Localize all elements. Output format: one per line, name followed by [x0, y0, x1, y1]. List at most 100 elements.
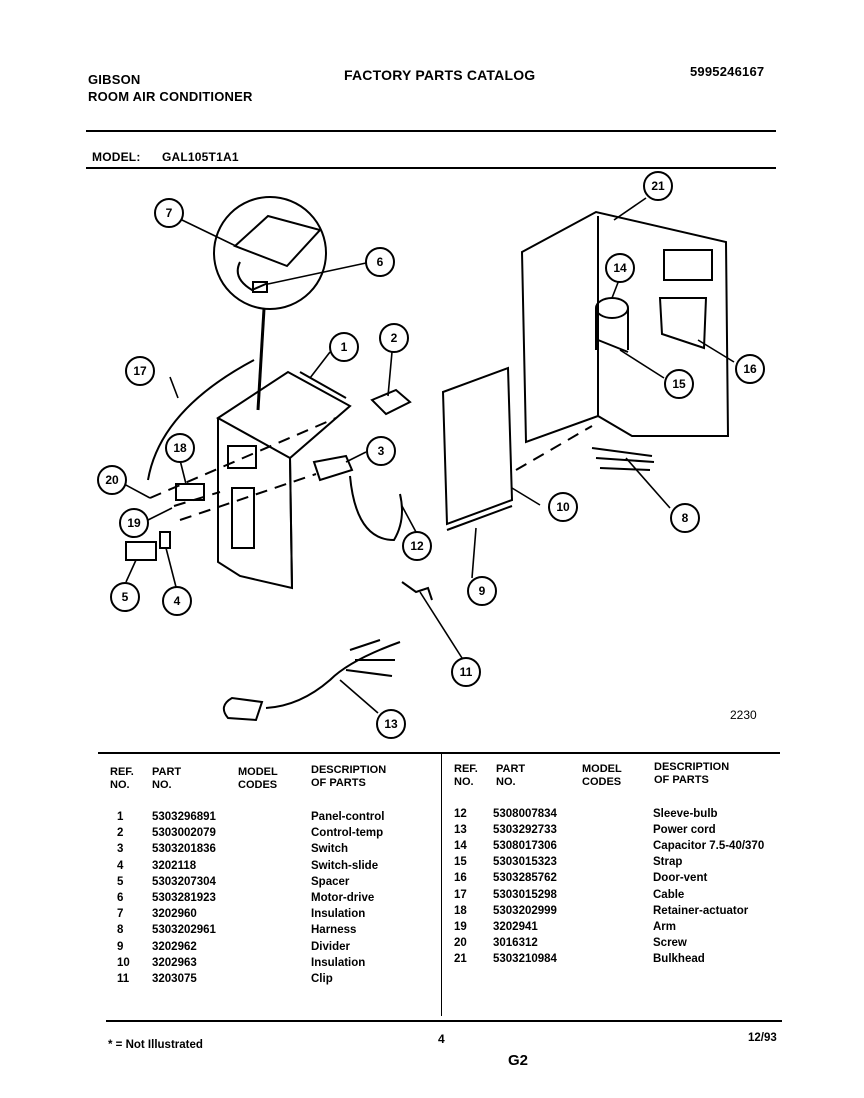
callout-19: 19 — [127, 516, 141, 530]
col-header-part-left: PART NO. — [152, 766, 182, 791]
catalog-date: 12/93 — [748, 1032, 777, 1044]
part-number-cell: 5303296891 — [152, 811, 216, 823]
callout-9: 9 — [479, 584, 486, 598]
switch-slide-part — [159, 531, 171, 549]
callout-13: 13 — [384, 717, 398, 731]
col-header-ref-left: REF. NO. — [110, 766, 134, 791]
part-number-cell: 3202962 — [152, 940, 197, 953]
ref-cell: 18 — [454, 904, 467, 917]
part-number-cell: 5303207304 — [152, 875, 216, 888]
description-cell: Cable — [653, 888, 685, 901]
ref-cell: 1 — [117, 811, 124, 823]
description-cell: Retainer-actuator — [653, 904, 749, 917]
description-cell: Screw — [653, 936, 687, 949]
part-number-cell: 3016312 — [493, 936, 538, 949]
part-number-cell: 5303015323 — [493, 856, 557, 869]
description-cell: Capacitor 7.5-40/370 — [653, 840, 765, 853]
description-cell: Switch-slide — [311, 859, 379, 872]
description-cell: Sleeve-bulb — [653, 808, 718, 820]
table-bottom-rule — [106, 1020, 782, 1022]
door-vent-part — [658, 297, 708, 350]
part-number-cell: 3202118 — [152, 859, 197, 872]
part-number-cell: 5303015298 — [493, 888, 557, 901]
callout-1: 1 — [341, 340, 348, 354]
ref-cell: 10 — [117, 956, 130, 969]
page-number: 4 — [438, 1032, 445, 1046]
description-cell: Motor-drive — [311, 892, 375, 904]
catalog-title: FACTORY PARTS CATALOG — [344, 67, 536, 83]
table-center-divider — [441, 754, 442, 1016]
callout-8: 8 — [682, 511, 689, 525]
ref-cell: 11 — [117, 973, 130, 985]
description-cell: Insulation — [311, 956, 366, 969]
col-header-ref-right: REF. NO. — [454, 763, 478, 788]
part-number-cell: 5308007834 — [493, 808, 557, 820]
description-cell: Bulkhead — [653, 952, 705, 965]
retainer-actuator-part — [175, 483, 205, 501]
ref-cell: 14 — [454, 840, 467, 853]
callout-5: 5 — [122, 590, 129, 604]
description-cell: Arm — [653, 920, 677, 933]
divider-part — [441, 366, 514, 526]
col-header-model-right: MODEL CODES — [582, 763, 622, 788]
detail-circle — [213, 196, 327, 310]
description-cell: Power cord — [653, 824, 716, 837]
ref-cell: 7 — [117, 908, 124, 921]
callout-14: 14 — [613, 261, 627, 275]
callout-20: 20 — [105, 473, 119, 487]
part-number-cell: 3202963 — [152, 956, 197, 969]
ref-cell: 8 — [117, 924, 124, 937]
col-header-model-left: MODEL CODES — [238, 766, 278, 791]
ref-cell: 19 — [454, 920, 467, 933]
part-number-cell: 5303201836 — [152, 843, 216, 856]
callout-2: 2 — [391, 331, 398, 345]
part-number-cell: 3202941 — [493, 920, 538, 933]
catalog-number: 5995246167 — [690, 64, 765, 79]
callout-10: 10 — [556, 500, 570, 514]
ref-cell: 3 — [117, 843, 124, 856]
motor-drive-detail — [233, 214, 322, 268]
ref-cell: 20 — [454, 936, 467, 949]
control-temp-part — [370, 388, 412, 416]
bulkhead-part — [520, 210, 730, 444]
callout-21: 21 — [651, 179, 665, 193]
part-number-cell: 5303285762 — [493, 872, 557, 885]
ref-cell: 5 — [117, 875, 124, 888]
product-name: ROOM AIR CONDITIONER — [88, 89, 253, 104]
part-number-cell: 5303002079 — [152, 827, 216, 840]
part-number-cell: 5303292733 — [493, 824, 557, 837]
model-label: MODEL: — [92, 150, 141, 164]
part-number-cell: 5308017306 — [493, 840, 557, 853]
part-number-cell: 5303202961 — [152, 924, 216, 937]
callout-4: 4 — [174, 594, 181, 608]
description-cell: Harness — [311, 924, 357, 937]
col-header-desc-left: DESCRIPTION OF PARTS — [311, 764, 387, 789]
callout-12: 12 — [410, 539, 424, 553]
ref-cell: 12 — [454, 808, 467, 820]
ref-cell: 21 — [454, 952, 467, 965]
header-rule — [86, 130, 776, 132]
table-top-rule — [98, 752, 780, 754]
ref-cell: 13 — [454, 824, 467, 837]
part-number-cell: 5303281923 — [152, 892, 216, 904]
ref-cell: 4 — [117, 859, 124, 872]
capacitor-part — [595, 297, 629, 319]
switch-part — [312, 454, 354, 482]
part-number-cell: 5303202999 — [493, 904, 557, 917]
description-cell: Clip — [311, 973, 333, 985]
ref-cell: 9 — [117, 940, 124, 953]
model-rule — [86, 167, 776, 169]
part-number-cell: 3203075 — [152, 973, 197, 985]
col-header-desc-right: DESCRIPTION OF PARTS — [654, 761, 730, 786]
part-number-cell: 3202960 — [152, 908, 197, 921]
callout-16: 16 — [743, 362, 757, 376]
model-value: GAL105T1A1 — [162, 150, 239, 164]
figure-number: 2230 — [730, 708, 757, 722]
description-cell: Divider — [311, 940, 350, 953]
callout-11: 11 — [460, 665, 473, 679]
spacer-part — [125, 541, 157, 561]
power-cord-part — [265, 641, 401, 709]
exploded-parts-diagram: 7 6 1 2 3 17 18 20 19 5 4 12 9 10 11 13 … — [97, 171, 765, 739]
description-cell: Strap — [653, 856, 683, 869]
description-cell: Insulation — [311, 908, 366, 921]
